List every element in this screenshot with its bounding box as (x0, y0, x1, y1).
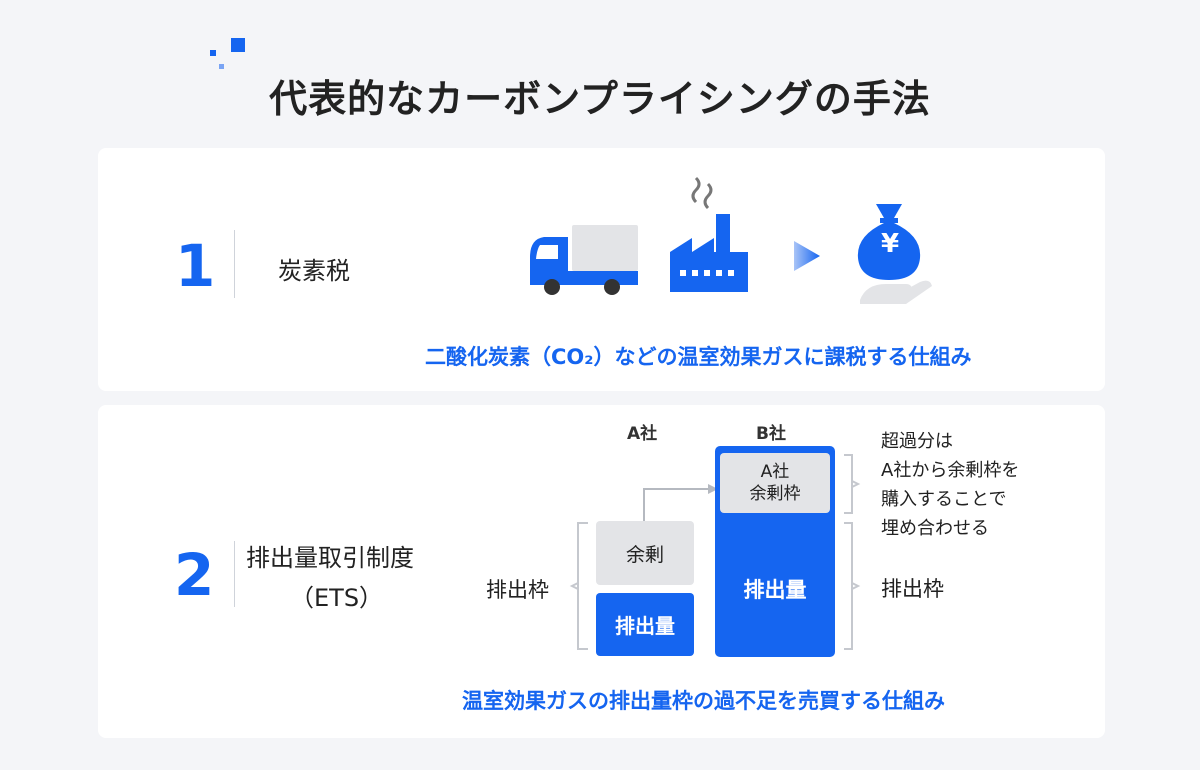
section-carbon-tax: 1 炭素税 ¥ (98, 148, 1105, 391)
truck-icon (530, 225, 638, 295)
note-line: A社から余剰枠を (881, 460, 1020, 481)
section-number: 1 (175, 232, 216, 300)
a-surplus-block: 余剰 (596, 521, 694, 585)
b-purchased-line1: A社 (760, 462, 790, 482)
a-emissions-label: 排出量 (615, 614, 675, 638)
section-label: 炭素税 (278, 257, 350, 285)
section-label-line2: （ETS） (290, 584, 384, 612)
purchase-note: 超過分は A社から余剰枠を 購入することで 埋め合わせる (881, 427, 1019, 543)
money-bag-yen-icon (857, 204, 932, 304)
section-caption: 温室効果ガスの排出量枠の過不足を売買する仕組み (462, 689, 945, 713)
divider (234, 541, 235, 607)
note-line: 購入することで (881, 489, 1007, 510)
page-title: 代表的なカーボンプライシングの手法 (269, 77, 931, 121)
left-bracket (569, 522, 588, 650)
hand-icon (860, 280, 932, 304)
section-ets: 2 排出量取引制度 （ETS） A社 B社 排出枠 余剰 排出量 A社 余剰枠 … (98, 405, 1105, 738)
company-a-label: A社 (627, 424, 658, 444)
section-caption: 二酸化炭素（CO₂）などの温室効果ガスに課税する仕組み (425, 345, 972, 369)
b-emissions-label: 排出量 (743, 578, 807, 602)
transfer-arrow (643, 484, 718, 521)
right-bracket-top (844, 454, 861, 514)
pixel-squares-icon (210, 38, 245, 69)
note-line: 埋め合わせる (881, 518, 989, 539)
a-emissions-block: 排出量 (596, 593, 694, 656)
b-purchased-line2: 余剰枠 (749, 484, 801, 504)
decorative-squares (0, 0, 245, 69)
right-bracket-bottom (844, 522, 861, 650)
a-surplus-label: 余剰 (625, 543, 664, 566)
section-number: 2 (174, 541, 215, 609)
yen-symbol: ¥ (880, 229, 900, 259)
b-purchased-block: A社 余剰枠 (720, 453, 830, 513)
divider (234, 230, 235, 298)
note-line: 超過分は (881, 431, 953, 452)
cap-label-left: 排出枠 (486, 578, 549, 602)
section-label-line1: 排出量取引制度 (246, 544, 414, 572)
arrow-right-icon (794, 241, 820, 271)
cap-label-right: 排出枠 (881, 577, 944, 601)
company-b-label: B社 (756, 424, 786, 444)
factory-icon (670, 176, 748, 292)
